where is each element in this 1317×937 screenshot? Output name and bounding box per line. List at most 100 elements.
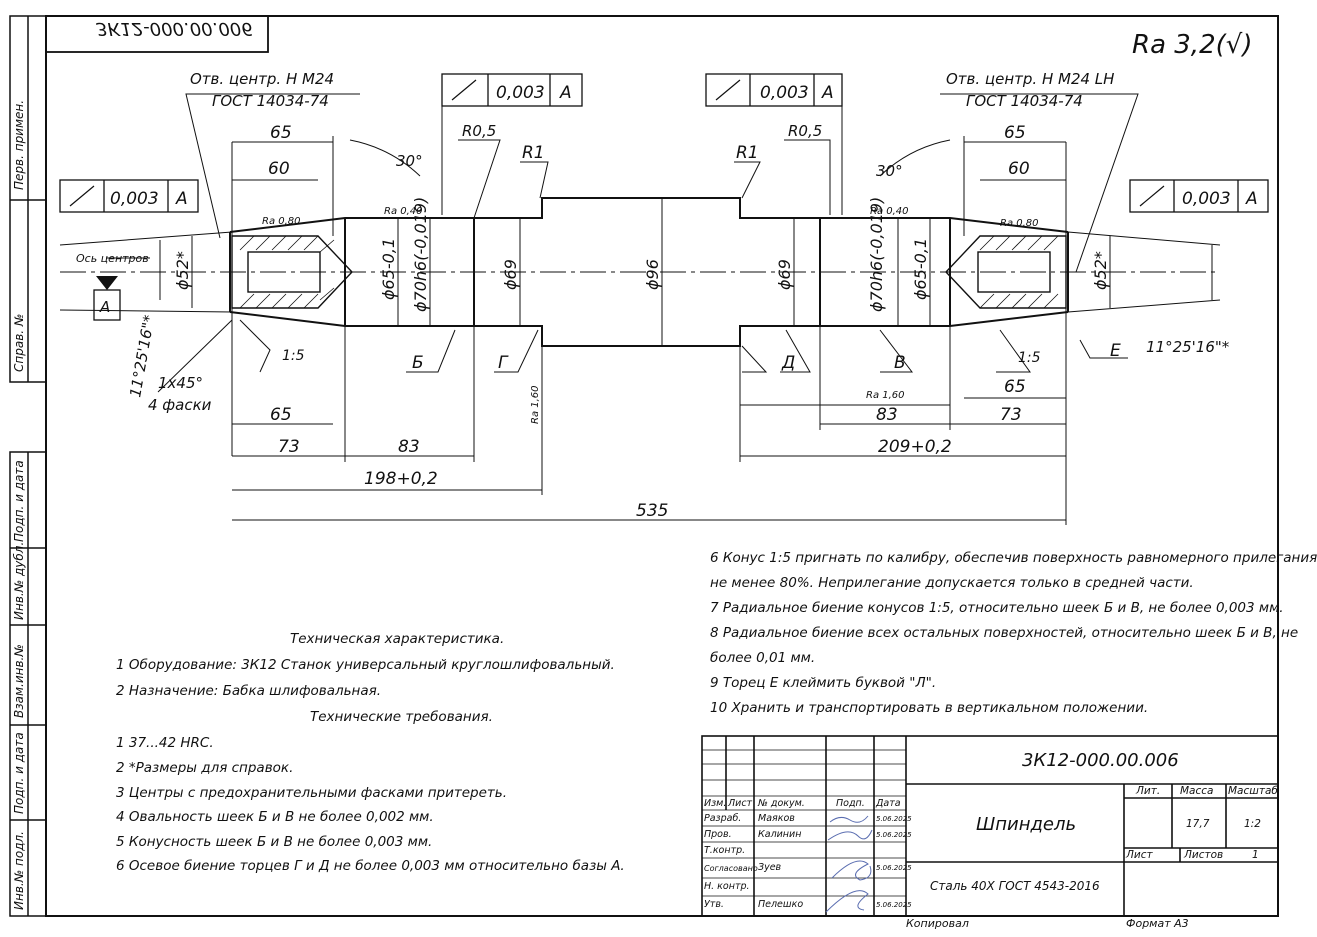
dim-60-top-right: 60 — [1008, 159, 1030, 179]
note-6b: не менее 80%. Неприлегание допускается т… — [710, 575, 1194, 591]
center-hole-right-2: ГОСТ 14034-74 — [966, 92, 1083, 110]
radius-r05-right: R0,5 — [788, 122, 822, 140]
tb-name-1: Маяков — [758, 813, 795, 824]
margin-vzam: Взам.инв.№ — [12, 644, 26, 718]
margin-podp-1: Подп. и дата — [12, 460, 26, 542]
datum-ref-3: A — [175, 189, 188, 209]
note-7: 7 Радиальное биение конусов 1:5, относит… — [710, 600, 1284, 616]
tb-mass-label: Масса — [1180, 785, 1214, 797]
tb-format: Формат А3 — [1126, 917, 1189, 930]
datum-ref-2: A — [821, 83, 834, 103]
tb-lit: Лит. — [1136, 785, 1161, 797]
tech-req-4: 4 Овальность шеек Б и В не более 0,002 м… — [116, 809, 434, 825]
dim-535: 535 — [636, 501, 668, 521]
diam-70-right: ϕ70h6(-0,019) — [867, 197, 886, 312]
diam-52-right: ϕ52* — [1091, 251, 1110, 290]
tb-scale: 1:2 — [1244, 818, 1261, 830]
tb-role-4: Согласовано — [704, 864, 758, 873]
tech-req-6: 6 Осевое биение торцев Г и Д не более 0,… — [116, 858, 625, 874]
tb-copied: Копировал — [906, 917, 969, 930]
chamfer-count: 4 фаски — [148, 396, 212, 414]
tech-req-3: 3 Центры с предохранительными фасками пр… — [116, 785, 508, 801]
diam-69-left: ϕ69 — [501, 259, 520, 290]
diam-69-right: ϕ69 — [775, 259, 794, 290]
tb-name-4: Зуев — [758, 862, 782, 873]
tb-h-list: Лист — [728, 798, 753, 809]
diam-70-left: ϕ70h6(-0,019) — [411, 197, 430, 312]
dim-65-top-right: 65 — [1004, 123, 1026, 143]
tb-sheets-label: Листов — [1184, 849, 1224, 861]
note-8a: 8 Радиальное биение всех остальных повер… — [710, 625, 1299, 641]
signatures — [825, 815, 873, 913]
margin-perv: Перв. примен. — [12, 99, 26, 190]
general-roughness: Ra 3,2(√) — [1132, 30, 1253, 60]
tb-date-6: 5.06.2025 — [876, 901, 912, 909]
left-margin — [9, 15, 47, 917]
tb-sheets: 1 — [1252, 849, 1259, 861]
tb-date-4: 5.06.2025 — [876, 864, 912, 872]
tb-h-doc: № докум. — [758, 798, 805, 809]
tech-char-2: 2 Назначение: Бабка шлифовальная. — [116, 683, 382, 699]
tb-date-2: 5.06.2025 — [876, 831, 912, 839]
taper-left: 1:5 — [282, 348, 305, 364]
tb-role-5: Н. контр. — [704, 881, 750, 892]
center-hole-left-2: ГОСТ 14034-74 — [212, 92, 329, 110]
letter-e: Е — [1110, 341, 1121, 361]
diam-52-left: ϕ52* — [173, 251, 192, 290]
angle-right: 30° — [876, 162, 903, 180]
letter-b-left: Б — [412, 353, 424, 373]
dim-65-bottom-right: 65 — [1004, 377, 1026, 397]
dim-83-bottom-right: 83 — [876, 405, 898, 425]
note-8b: более 0,01 мм. — [710, 650, 816, 666]
angle-arc-right — [879, 139, 951, 177]
angle-arc-left — [349, 139, 421, 177]
dim-65-top-left: 65 — [270, 123, 292, 143]
datum-triangle — [96, 276, 118, 290]
chamfer-size: 1x45° — [158, 374, 203, 392]
right-hatch — [979, 235, 1059, 309]
tech-req-title: Технические требования. — [310, 709, 493, 725]
center-hole-right-1: Отв. центр. Н М24 LH — [946, 70, 1114, 88]
radius-r1-right: R1 — [736, 143, 759, 163]
drawing-labels: Отв. центр. Н М24 ГОСТ 14034-74 Отв. цен… — [76, 70, 1258, 521]
tol-value-3: 0,003 — [110, 189, 159, 209]
letter-d: Д — [781, 353, 795, 373]
diameter-labels: ϕ52* ϕ65-0,1 ϕ70h6(-0,019) ϕ69 ϕ96 ϕ69 ϕ… — [126, 197, 1110, 424]
dim-60-top-left: 60 — [268, 159, 290, 179]
top-stamp-text: 3К12-000.00.006 — [96, 18, 253, 39]
ra160-right: Ra 1,60 — [866, 390, 905, 401]
ra080-right: Ra 0,80 — [1000, 218, 1039, 229]
tb-role-1: Разраб. — [704, 813, 742, 824]
letter-v: В — [894, 353, 906, 373]
tb-material: Сталь 40Х ГОСТ 4543-2016 — [930, 879, 1100, 893]
note-6a: 6 Конус 1:5 пригнать по калибру, обеспеч… — [710, 550, 1317, 566]
top-stamp-box — [45, 15, 269, 53]
dim-73-bottom-right: 73 — [1000, 405, 1022, 425]
tb-mass: 17,7 — [1186, 818, 1210, 830]
tolerance-frames — [59, 73, 1269, 321]
datum-ref-4: A — [1245, 189, 1258, 209]
margin-podp-2: Подп. и дата — [12, 732, 26, 814]
tb-name-6: Пелешко — [758, 899, 804, 910]
note-10: 10 Хранить и транспортировать в вертикал… — [710, 700, 1149, 716]
tb-sheet-label: Лист — [1126, 849, 1153, 861]
tech-req-1: 1 37...42 HRC. — [116, 735, 214, 751]
diam-65-right: ϕ65-0,1 — [911, 238, 930, 300]
tb-part-name: Шпиндель — [976, 814, 1077, 835]
leader-lines — [106, 93, 1139, 393]
angle-left: 30° — [396, 152, 423, 170]
ra040-right: Ra 0,40 — [870, 206, 909, 217]
margin-inv-dubl: Инв.№ дубл. — [12, 541, 26, 620]
radius-r1-left: R1 — [522, 143, 545, 163]
taper-right: 1:5 — [1018, 350, 1041, 366]
tech-req-2: 2 *Размеры для справок. — [116, 760, 294, 776]
ra040-left: Ra 0,40 — [384, 206, 423, 217]
diam-96: ϕ96 — [643, 259, 662, 290]
runout-icons — [69, 79, 1165, 207]
tol-value-4: 0,003 — [1182, 189, 1231, 209]
drawing-frame — [45, 15, 1279, 917]
ra160-left: Ra 1,60 — [530, 385, 541, 424]
taper-angle-right: 11°25'16"* — [1146, 338, 1230, 356]
shaft-outline — [229, 197, 1069, 347]
